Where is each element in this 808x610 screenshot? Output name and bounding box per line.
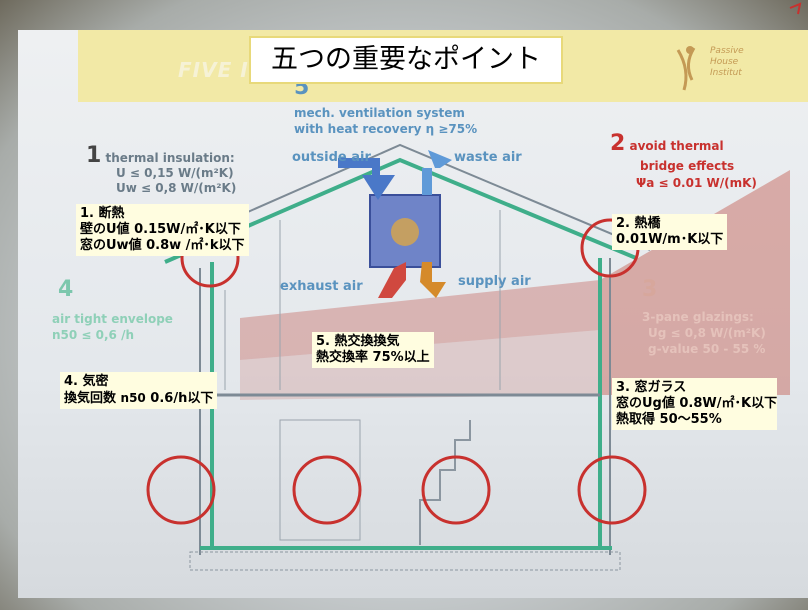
note1-heading: 1. 断熱 [80,206,125,221]
note3-ug: 窓のUg値 0.8W/㎡･K以下 [616,396,778,411]
logo-line: Institut [710,68,742,78]
exhaust-air-label: exhaust air [280,279,363,294]
item2-label: 2 avoid thermal [610,133,724,155]
item1-number: 1 [86,143,102,168]
note4-n50: n50 [120,391,146,405]
page-title: 五つの重要なポイント [249,36,563,84]
note4-value-pre: 換気回数 [64,391,121,406]
note-glazing: 3. 窓ガラス 窓のUg値 0.8W/㎡･K以下 熱取得 50～55% [612,378,778,430]
item4-title: air tight envelope [52,312,173,326]
item1-uw-value: Uw ≤ 0,8 W/(m²K) [116,181,237,195]
note2-value: 0.01W/m･K以下 [616,232,724,247]
item1-title: thermal insulation: [105,151,235,165]
item1-u-value: U ≤ 0,15 W/(m²K) [116,166,234,180]
outside-air-label: outside air [292,150,371,165]
note3-heading: 3. 窓ガラス [616,380,687,395]
item5-title-1: mech. ventilation system [294,106,465,120]
corner-mark [789,2,802,15]
note3-solar-gain: 熱取得 50～55% [616,412,722,427]
item1-label: 1 thermal insulation: [86,145,235,167]
waste-air-label: waste air [454,150,522,165]
note-thermal-bridge: 2. 熱橋 0.01W/m･K以下 [612,214,728,250]
logo-text: Passive House Institut [710,46,744,79]
heat-exchanger-core [391,218,419,246]
waste-air-arrow [422,150,452,195]
thermal-bridge-circle [292,455,362,525]
item3-g-value: g-value 50 - 55 % [648,342,766,356]
note4-value: 換気回数 n50 0.6/h以下 [64,390,213,407]
thermal-bridge-circle [577,455,647,525]
outside-air-arrow [338,158,395,200]
note-airtightness: 4. 気密 換気回数 n50 0.6/h以下 [60,372,218,409]
exhaust-air-arrow [378,262,406,298]
item3-title: 3-pane glazings: [642,310,754,324]
item2-title-1: avoid thermal [629,139,724,153]
supply-air-label: supply air [458,274,531,289]
logo-line: House [710,57,739,67]
note5-value: 熱交換率 75%以上 [316,350,430,365]
note1-wall-u: 壁のU値 0.15W/㎡･K以下 [80,222,241,237]
note5-heading: 5. 熱交換換気 [316,334,400,349]
item2-psi-value: Ψa ≤ 0.01 W/(mK) [636,176,757,190]
thermal-bridge-circle [421,455,491,525]
note2-heading: 2. 熱橋 [616,216,661,231]
supply-air-arrow [420,262,446,298]
logo-line: Passive [710,46,744,56]
item3-number: 3 [642,277,658,302]
note1-window-uw: 窓のUw値 0.8w /㎡･k以下 [80,238,245,253]
foundation-slab [189,551,621,571]
item3-ug-value: Ug ≤ 0,8 W/(m²K) [648,326,766,340]
note-insulation: 1. 断熱 壁のU値 0.15W/㎡･K以下 窓のUw値 0.8w /㎡･k以下 [76,204,249,256]
logo-mark-icon [676,46,696,91]
item2-title-2: bridge effects [640,159,735,173]
staircase [419,420,471,545]
thermal-bridge-circle [146,455,216,525]
item5-title-2: with heat recovery η ≥75% [294,122,478,136]
institute-logo: Passive House Institut [670,40,780,96]
item4-number: 4 [58,277,74,302]
item2-number: 2 [610,131,626,156]
note4-heading: 4. 気密 [64,374,109,389]
item4-n50-value: n50 ≤ 0,6 /h [52,328,135,342]
solar-gain-wedge [600,170,790,395]
note4-value-post: 0.6/h以下 [145,391,214,406]
note-ventilation: 5. 熱交換換気 熱交換率 75%以上 [312,332,434,368]
